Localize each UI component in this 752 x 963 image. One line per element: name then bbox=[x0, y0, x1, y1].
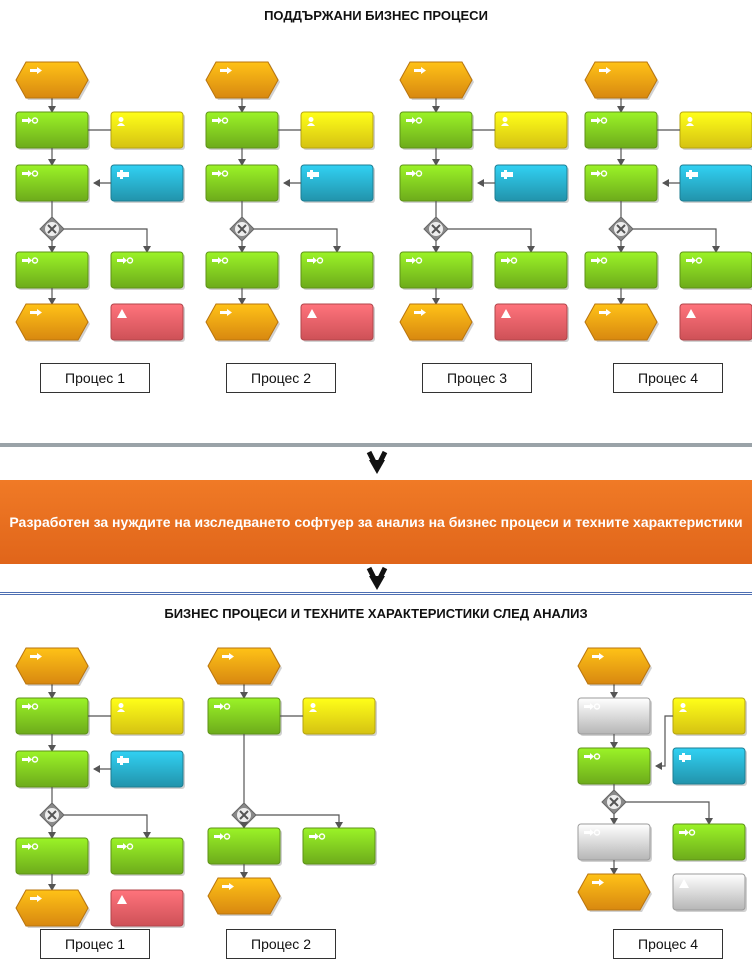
system-shape bbox=[300, 164, 375, 203]
process-label-bottom-2: Процес 2 bbox=[226, 929, 336, 959]
function-shape bbox=[584, 164, 659, 203]
xor-gateway-shape bbox=[601, 789, 627, 815]
flow-arrow-down-icon bbox=[366, 450, 388, 474]
role-shape bbox=[494, 111, 569, 150]
start-event-shape bbox=[399, 61, 474, 100]
function-shape bbox=[207, 827, 282, 866]
end-event-shape bbox=[584, 303, 659, 342]
function-shape bbox=[15, 251, 90, 290]
system-shape bbox=[672, 747, 747, 786]
risk-shape bbox=[494, 303, 569, 342]
function-shape bbox=[205, 164, 280, 203]
xor-gateway-shape bbox=[423, 216, 449, 242]
top-title: ПОДДЪРЖАНИ БИЗНЕС ПРОЦЕСИ bbox=[264, 8, 488, 23]
function-shape bbox=[302, 827, 377, 866]
process-label-bottom-1: Процес 1 bbox=[40, 929, 150, 959]
process-label-top-4: Процес 4 bbox=[613, 363, 723, 393]
risk-shape bbox=[300, 303, 375, 342]
function-shape bbox=[15, 837, 90, 876]
banner-text: Разработен за нуждите на изследването со… bbox=[9, 513, 743, 530]
xor-gateway-shape bbox=[39, 802, 65, 828]
role-shape bbox=[672, 697, 747, 736]
function-shape bbox=[399, 111, 474, 150]
xor-gateway-shape bbox=[39, 216, 65, 242]
function-shape bbox=[205, 111, 280, 150]
end-event-shape bbox=[205, 303, 280, 342]
function-shape bbox=[15, 164, 90, 203]
analysis-software-banner: Разработен за нуждите на изследването со… bbox=[0, 480, 752, 564]
function-shape bbox=[494, 251, 569, 290]
start-event-shape bbox=[15, 647, 90, 686]
function-shape bbox=[15, 750, 90, 789]
start-event-shape bbox=[584, 61, 659, 100]
process-label-bottom-4: Процес 4 bbox=[613, 929, 723, 959]
function-shape bbox=[15, 111, 90, 150]
function-shape bbox=[672, 823, 747, 862]
risk-shape bbox=[110, 889, 185, 928]
risk-shape bbox=[110, 303, 185, 342]
inactive-risk-shape bbox=[672, 873, 747, 912]
role-shape bbox=[300, 111, 375, 150]
inactive-function-shape bbox=[577, 823, 652, 862]
function-shape bbox=[205, 251, 280, 290]
start-event-shape bbox=[207, 647, 282, 686]
function-shape bbox=[399, 251, 474, 290]
separator-double-line bbox=[0, 592, 752, 595]
end-event-shape bbox=[207, 877, 282, 916]
function-shape bbox=[300, 251, 375, 290]
function-shape bbox=[15, 697, 90, 736]
function-shape bbox=[207, 697, 282, 736]
role-shape bbox=[679, 111, 752, 150]
system-shape bbox=[110, 750, 185, 789]
function-shape bbox=[110, 837, 185, 876]
end-event-shape bbox=[399, 303, 474, 342]
role-shape bbox=[110, 697, 185, 736]
inactive-function-shape bbox=[577, 697, 652, 736]
process-label-top-2: Процес 2 bbox=[226, 363, 336, 393]
xor-gateway-shape bbox=[229, 216, 255, 242]
risk-shape bbox=[679, 303, 752, 342]
function-shape bbox=[584, 111, 659, 150]
start-event-shape bbox=[577, 647, 652, 686]
xor-gateway-shape bbox=[231, 802, 257, 828]
end-event-shape bbox=[15, 889, 90, 928]
separator-line bbox=[0, 443, 752, 447]
system-shape bbox=[679, 164, 752, 203]
system-shape bbox=[110, 164, 185, 203]
process-label-top-3: Процес 3 bbox=[422, 363, 532, 393]
process-label-top-1: Процес 1 bbox=[40, 363, 150, 393]
function-shape bbox=[577, 747, 652, 786]
xor-gateway-shape bbox=[608, 216, 634, 242]
start-event-shape bbox=[205, 61, 280, 100]
system-shape bbox=[494, 164, 569, 203]
function-shape bbox=[110, 251, 185, 290]
function-shape bbox=[584, 251, 659, 290]
role-shape bbox=[302, 697, 377, 736]
function-shape bbox=[679, 251, 752, 290]
start-event-shape bbox=[15, 61, 90, 100]
end-event-shape bbox=[15, 303, 90, 342]
role-shape bbox=[110, 111, 185, 150]
function-shape bbox=[399, 164, 474, 203]
flow-arrow-down-icon bbox=[366, 566, 388, 590]
end-event-shape bbox=[577, 873, 652, 912]
bottom-title: БИЗНЕС ПРОЦЕСИ И ТЕХНИТЕ ХАРАКТЕРИСТИКИ … bbox=[164, 606, 588, 621]
